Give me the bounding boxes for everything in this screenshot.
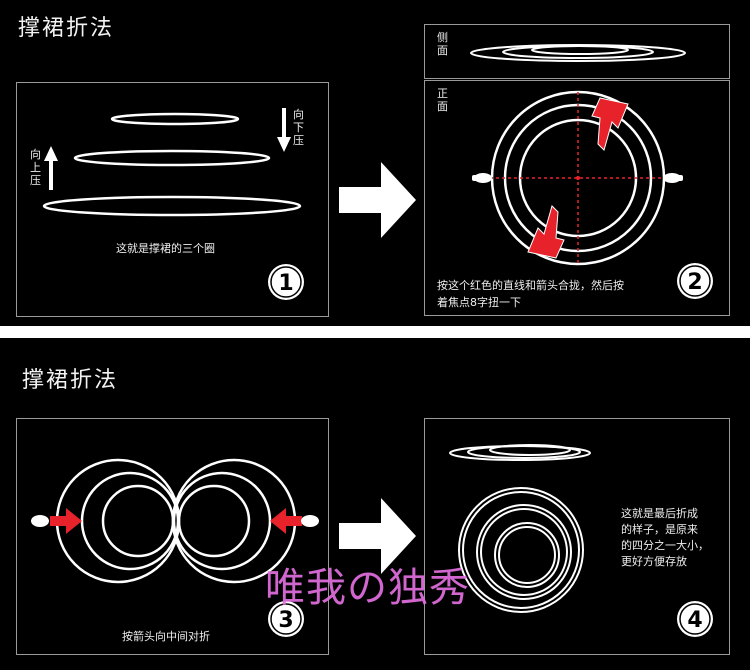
panel-3-caption: 按箭头向中间对折 xyxy=(122,630,210,643)
label-front-view: 正面 xyxy=(437,87,448,113)
label-press-down: 向下压 xyxy=(293,108,304,147)
hand-icon xyxy=(472,173,683,183)
ring-small-side xyxy=(110,112,240,126)
panel-4-caption-line2: 的样子，是原来 xyxy=(621,523,698,536)
folded-front-ring xyxy=(498,526,556,584)
folded-front-ring xyxy=(476,504,572,600)
panel-3 xyxy=(16,418,329,655)
red-arrow-icon xyxy=(50,508,302,534)
step-number: 2 xyxy=(687,270,702,295)
ring-large-side xyxy=(42,195,302,217)
section1-title: 撑裙折法 xyxy=(18,16,115,41)
folded-front-ring xyxy=(494,522,560,588)
right-arrow-icon xyxy=(339,162,416,238)
step-4-badge xyxy=(677,601,713,637)
label-side-view: 侧面 xyxy=(437,31,448,57)
ring-left-inner xyxy=(101,484,175,558)
panel-4-caption-line1: 这就是最后折成 xyxy=(621,507,698,520)
folded-front-ring xyxy=(458,487,584,613)
red-curved-arrow-icon xyxy=(527,97,629,259)
step-number: 1 xyxy=(278,271,293,296)
arrow-down-icon xyxy=(277,108,291,152)
watermark-text: 唯我の独秀 xyxy=(265,565,470,611)
folded-side-ring xyxy=(489,444,571,456)
hand-icon xyxy=(31,515,319,527)
panel-4-caption-line3: 的四分之一大小， xyxy=(621,539,709,552)
label-press-up: 向上压 xyxy=(30,148,41,187)
panel-2-caption-line1: 按这个红色的直线和箭头合拢，然后按 xyxy=(437,279,624,292)
ring-side-inner xyxy=(531,45,629,55)
ring-side-middle xyxy=(502,45,654,59)
ring-right-inner xyxy=(177,484,251,558)
step-number: 3 xyxy=(278,608,293,633)
folded-front-ring xyxy=(462,491,580,609)
right-arrow-icon xyxy=(339,498,416,574)
panel-4-caption-line4: 更好方便存放 xyxy=(621,555,687,568)
arrow-up-icon xyxy=(44,146,58,190)
panel-2-front xyxy=(424,80,730,316)
panel-4 xyxy=(424,418,730,655)
step-2-badge xyxy=(677,263,713,299)
panel-1-caption: 这就是撑裙的三个圈 xyxy=(116,242,215,255)
panel-1 xyxy=(16,82,329,317)
focus-point xyxy=(576,176,580,180)
step-1-badge xyxy=(268,264,304,300)
section-divider xyxy=(0,326,750,338)
ring-medium-side xyxy=(73,149,271,167)
step-3-badge xyxy=(268,601,304,637)
section2-title: 撑裙折法 xyxy=(22,368,119,393)
panel-2-side xyxy=(424,24,730,79)
folded-front-ring xyxy=(480,508,568,596)
step-number: 4 xyxy=(687,608,702,633)
panel-2-caption-line2: 着焦点8字扭一下 xyxy=(437,296,521,309)
